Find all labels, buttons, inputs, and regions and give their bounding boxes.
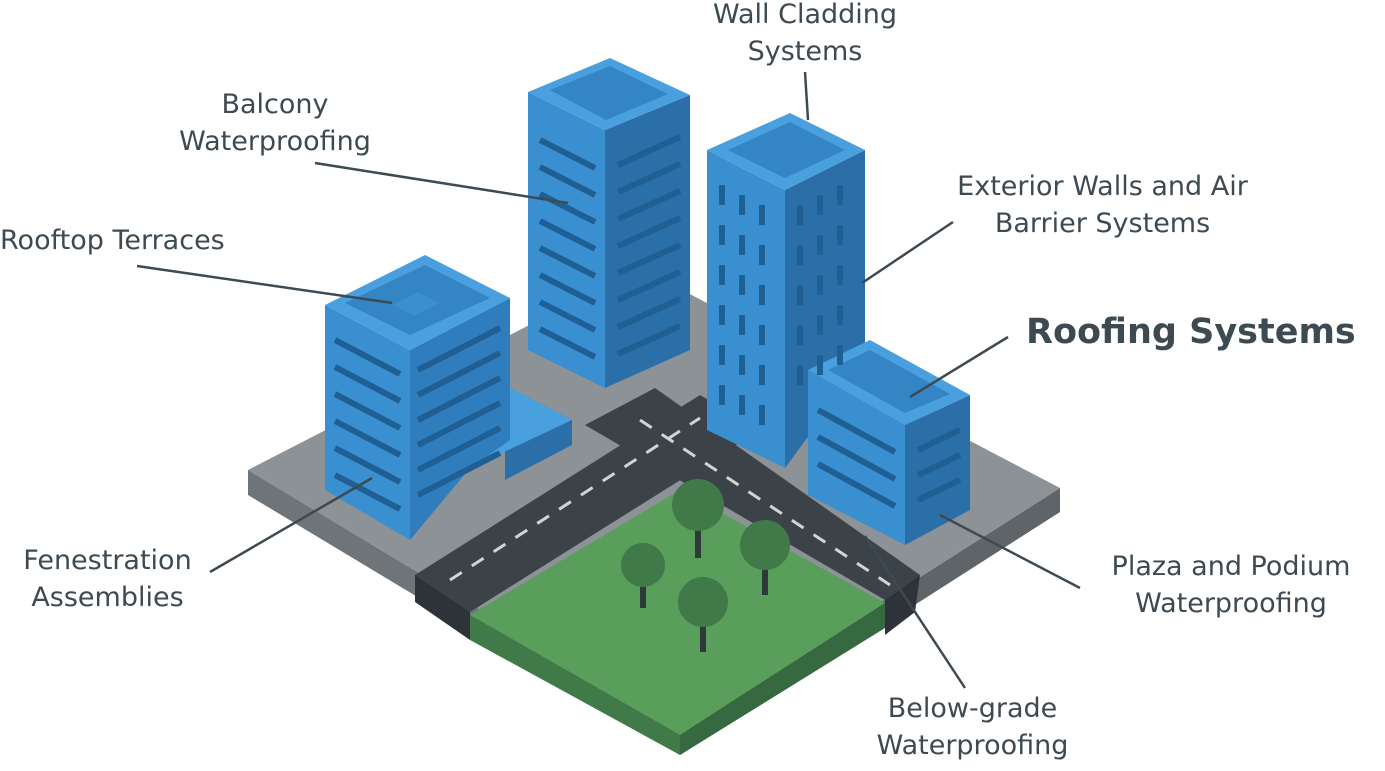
window-band bbox=[538, 191, 597, 225]
label-line: Below-grade bbox=[887, 693, 1058, 724]
window-band bbox=[538, 272, 597, 306]
window-band bbox=[616, 296, 682, 330]
window-bands bbox=[333, 134, 962, 512]
label-line: Roofing Systems bbox=[1026, 312, 1356, 352]
window-band bbox=[538, 218, 597, 252]
window-band bbox=[616, 134, 682, 168]
window-band bbox=[416, 400, 502, 448]
label-line: Barrier Systems bbox=[994, 208, 1211, 239]
window-band bbox=[333, 418, 402, 458]
window-band bbox=[616, 215, 682, 249]
window-band bbox=[616, 161, 682, 195]
window-band bbox=[816, 407, 897, 455]
label-line: Balcony bbox=[221, 89, 329, 120]
window-band bbox=[616, 188, 682, 222]
leader-lines bbox=[136, 71, 1081, 689]
window-band bbox=[616, 323, 682, 357]
label-line: Plaza and Podium bbox=[1111, 551, 1351, 582]
label-line: Exterior Walls and Air bbox=[957, 171, 1248, 202]
building-center-right bbox=[707, 113, 865, 468]
window-band bbox=[416, 375, 502, 423]
label-line: Waterproofing bbox=[876, 730, 1069, 761]
window-band bbox=[416, 350, 502, 398]
label-line: Wall Cladding bbox=[712, 0, 898, 30]
window-band bbox=[616, 242, 682, 276]
window-band bbox=[538, 326, 597, 360]
window-band bbox=[916, 452, 962, 478]
window-band bbox=[538, 245, 597, 279]
window-band bbox=[816, 434, 897, 482]
window-band bbox=[333, 337, 402, 377]
window-band bbox=[416, 425, 502, 473]
window-band bbox=[538, 164, 597, 198]
label-line: Systems bbox=[747, 36, 863, 67]
label-line: Fenestration bbox=[23, 545, 192, 576]
window-band bbox=[816, 461, 897, 509]
window-band bbox=[333, 364, 402, 404]
label-roofing-systems: Roofing Systems bbox=[1026, 312, 1385, 352]
window-band bbox=[538, 299, 597, 333]
roads bbox=[415, 388, 920, 640]
window-band bbox=[333, 391, 402, 431]
window-band bbox=[916, 427, 962, 453]
window-band bbox=[538, 137, 597, 171]
label-rooftop-terraces: Rooftop Terraces bbox=[0, 222, 265, 259]
window-band bbox=[333, 445, 402, 485]
window-band bbox=[416, 325, 502, 373]
window-band bbox=[916, 477, 962, 503]
window-band bbox=[616, 269, 682, 303]
label-line: Assemblies bbox=[31, 582, 184, 613]
window-band bbox=[416, 450, 502, 498]
park bbox=[470, 479, 885, 755]
window-band bbox=[333, 472, 402, 512]
label-line: Waterproofing bbox=[179, 126, 371, 157]
label-line: Waterproofing bbox=[1135, 588, 1327, 619]
label-line: Rooftop Terraces bbox=[0, 225, 225, 256]
